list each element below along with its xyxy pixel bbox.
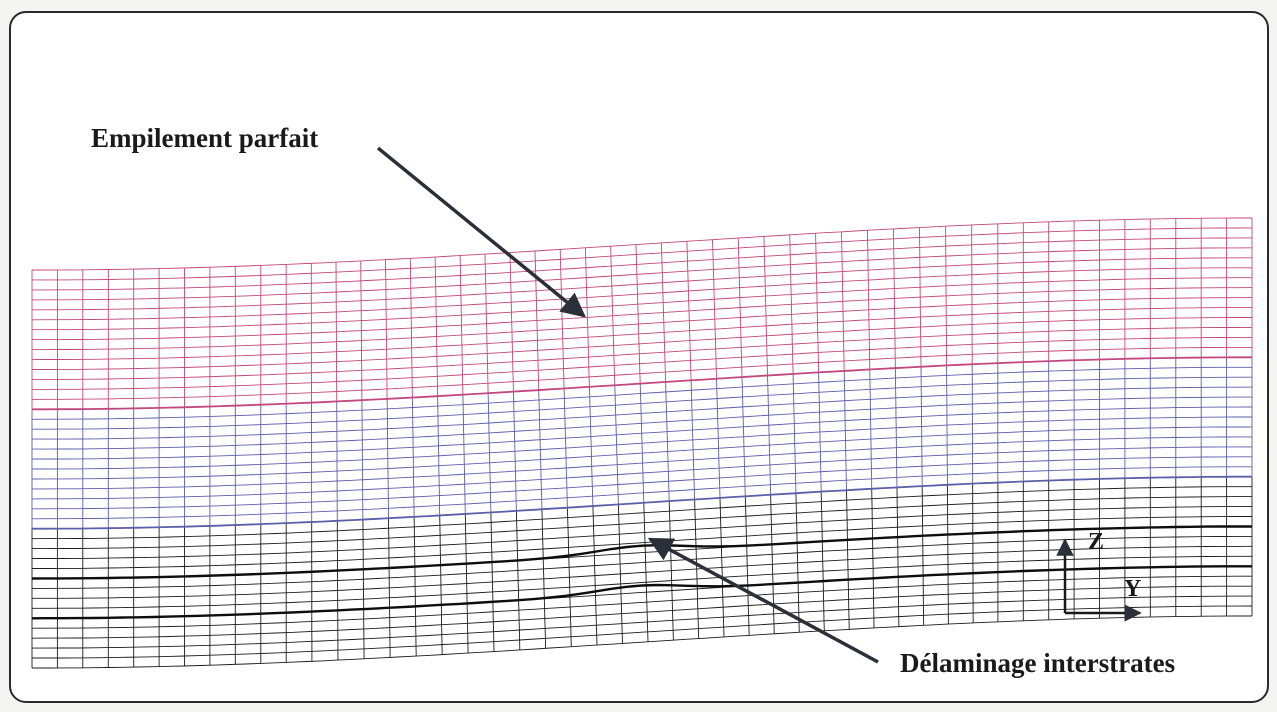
mesh-column-line [894, 368, 898, 488]
mesh-column-line [919, 227, 922, 367]
mesh-column-line [464, 513, 469, 654]
mesh-column-line [509, 252, 514, 392]
mesh-column-line [712, 239, 717, 379]
mesh-column-line [335, 262, 338, 402]
mesh-column-line [566, 507, 572, 647]
mesh-column-line [534, 250, 540, 391]
mesh-column-line [360, 261, 363, 401]
mesh-column-line [541, 509, 547, 649]
mesh-column-line [459, 255, 464, 395]
mesh-column-line [971, 225, 973, 365]
mesh-column-line [610, 246, 616, 386]
mesh-column-line [411, 397, 415, 517]
mesh-column-line [388, 518, 391, 658]
mesh-column-line [437, 396, 441, 516]
mesh-column-line [818, 372, 822, 492]
mesh-column-line [413, 516, 417, 657]
mesh-column-line [385, 259, 388, 399]
mesh-column-line [665, 381, 670, 502]
mesh-column-line [792, 373, 797, 494]
mesh-column-line [439, 515, 443, 655]
axis-label-y: Y [1124, 576, 1142, 602]
mesh-column-line [617, 504, 623, 644]
mesh-column-line [945, 226, 948, 366]
mesh-column-line [820, 491, 825, 631]
mesh-column-line [946, 484, 949, 625]
mesh-column-line [920, 366, 923, 487]
mesh-column-line [867, 230, 871, 370]
mesh-column-line [563, 388, 568, 508]
mesh-column-line [843, 370, 847, 491]
mesh-column-line [869, 369, 873, 489]
mesh-column-line [686, 241, 692, 381]
mesh-column-line [741, 377, 746, 497]
mesh-column-line [490, 512, 495, 652]
mesh-column-line [635, 244, 641, 384]
mesh-column-line [462, 394, 466, 514]
mesh-column-line [795, 493, 800, 633]
mesh-column-line [660, 242, 667, 383]
mesh-column-line [815, 233, 820, 373]
delamination-interfaces [31, 525, 1252, 620]
ply-group-boundary [32, 356, 1252, 411]
mesh-column-line [694, 499, 700, 639]
mesh-column-line [434, 256, 439, 397]
mesh-column-line [789, 234, 794, 374]
mesh-column-line [584, 247, 590, 387]
mesh-column-line [559, 249, 565, 389]
arrow-perfect-stacking [376, 146, 586, 318]
mesh-column-line [719, 497, 725, 637]
mesh-column-line [871, 488, 875, 628]
ply-group-boundary [32, 475, 1252, 530]
mesh-column-line [614, 385, 619, 505]
mesh-column-line [361, 400, 364, 520]
mesh-column-line [512, 391, 517, 511]
mesh-column-line [770, 494, 775, 634]
mesh-column-line [767, 375, 772, 495]
mesh-column-line [921, 486, 925, 626]
mesh-column-line [737, 237, 743, 378]
mesh-column-line [946, 365, 948, 485]
mesh-column-line [336, 520, 339, 661]
mesh-column-line [588, 386, 594, 507]
mesh-column-line [487, 393, 492, 513]
mesh-column-line [484, 254, 489, 394]
mesh-column-line [893, 228, 896, 369]
mesh-column-line [643, 502, 649, 642]
mesh-column-line [362, 519, 365, 659]
mesh-column-line [336, 401, 338, 521]
mesh-column-line [763, 236, 768, 376]
mesh-column-line [668, 501, 674, 641]
delamination-interface-line [31, 565, 1252, 620]
mesh-column-line [409, 258, 413, 398]
mesh-column-line [515, 510, 521, 651]
mesh-column-line [896, 487, 900, 627]
mesh-column-line [386, 398, 389, 519]
mesh-column-line [744, 496, 750, 636]
mesh-column-line [972, 483, 974, 623]
axis-label-z: Z [1088, 529, 1105, 555]
label-perfect-stacking: Empilement parfait [91, 123, 319, 153]
mesh-column-line [538, 390, 543, 510]
mesh-column-line [639, 383, 645, 503]
label-interply-delamination: Délaminage interstrates [900, 648, 1176, 678]
mesh-column-line [592, 505, 598, 646]
mesh-column-line [716, 378, 721, 498]
mesh-column-line [846, 490, 850, 630]
mesh-column-line [690, 380, 696, 500]
mesh-column-line [841, 231, 845, 371]
delamination-interface-line [31, 525, 1252, 580]
arrow-interply-delamination [647, 537, 879, 664]
